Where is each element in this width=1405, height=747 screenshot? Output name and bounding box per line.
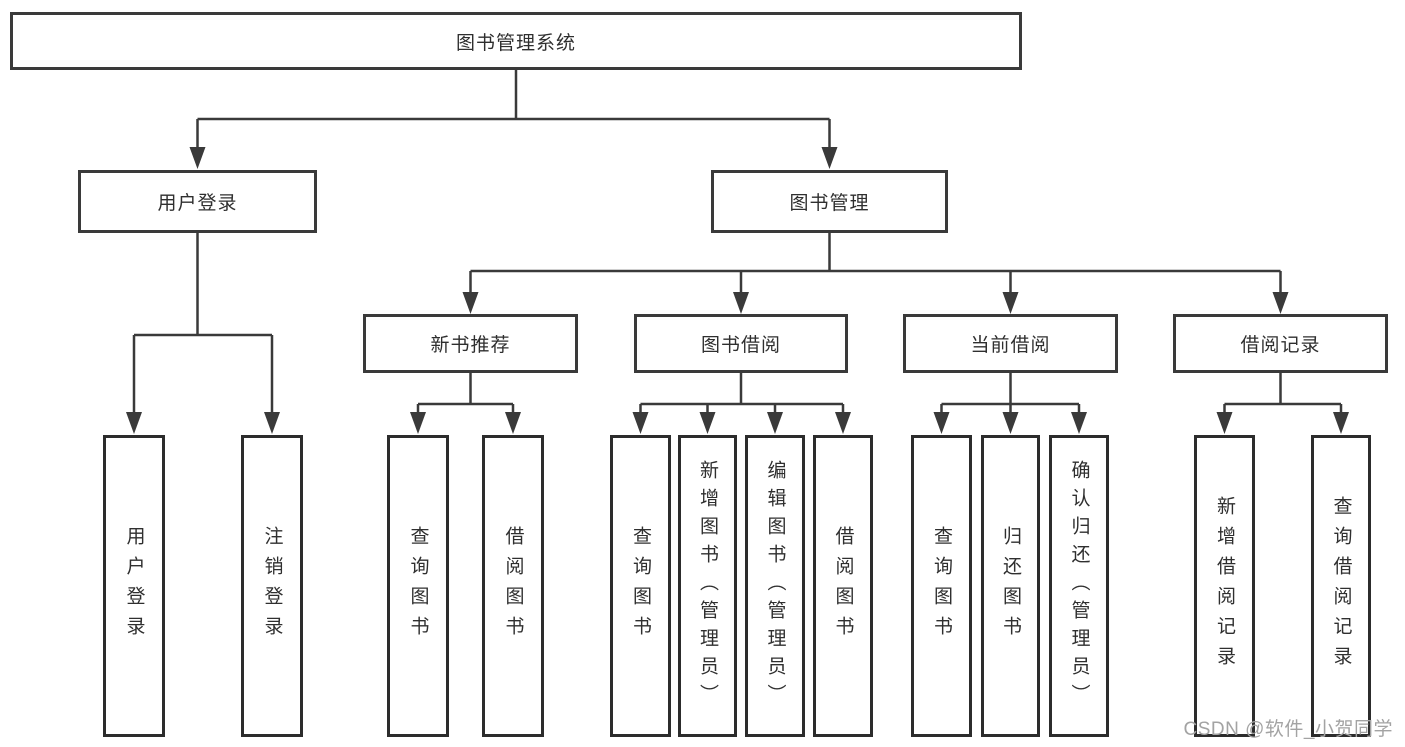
leaf-return-book: 归还图书	[981, 435, 1040, 737]
leaf-query-books-recommend: 查询图书	[387, 435, 449, 737]
leaf-borrow-books-recommend: 借阅图书	[482, 435, 544, 737]
leaf-query-borrow-record: 查询借阅记录	[1311, 435, 1371, 737]
leaf-add-book-admin: 新增图书（管理员）	[678, 435, 737, 737]
arrowhead-icons	[126, 147, 1349, 434]
node-borrow-records: 借阅记录	[1173, 314, 1388, 373]
node-user-login-branch: 用户登录	[78, 170, 317, 233]
leaf-confirm-return-admin: 确认归还（管理员）	[1049, 435, 1109, 737]
leaf-query-books-borrow: 查询图书	[610, 435, 671, 737]
node-current-borrow: 当前借阅	[903, 314, 1118, 373]
node-book-management-branch: 图书管理	[711, 170, 948, 233]
node-book-borrow: 图书借阅	[634, 314, 848, 373]
leaf-edit-book-admin: 编辑图书（管理员）	[745, 435, 805, 737]
leaf-add-borrow-record: 新增借阅记录	[1194, 435, 1255, 737]
tree-edges	[132, 69, 1343, 414]
node-new-book-recommend: 新书推荐	[363, 314, 578, 373]
leaf-query-books-current: 查询图书	[911, 435, 972, 737]
leaf-logout: 注销登录	[241, 435, 303, 737]
csdn-watermark: CSDN @软件_小贺同学	[1183, 719, 1393, 740]
node-library-management-system: 图书管理系统	[10, 12, 1022, 70]
leaf-user-login: 用户登录	[103, 435, 165, 737]
leaf-borrow-books: 借阅图书	[813, 435, 873, 737]
